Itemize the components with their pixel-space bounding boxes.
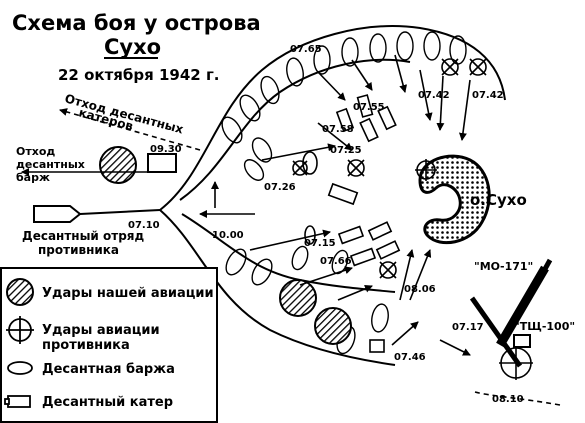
ship-mo171-icon	[496, 258, 553, 348]
own-aviation-strike-icon	[314, 307, 352, 345]
landing-boat-icon	[359, 117, 379, 143]
time-label: 07.17	[452, 322, 484, 333]
enemy-aviation-strike-icon	[469, 58, 487, 76]
time-label: 07.26	[264, 182, 296, 193]
landing-boat-icon	[147, 153, 177, 173]
upper-loop-tracks	[221, 31, 467, 181]
island-label: о.Сухо	[470, 191, 527, 209]
landing-boat-icon	[356, 94, 374, 118]
enemy-aviation-strike-icon	[415, 159, 437, 181]
legend-item-own-aviation: Удары нашей авиации	[42, 286, 214, 301]
time-label: 07.42	[418, 90, 450, 101]
withdrawal-barges-label-2: десантных	[16, 158, 85, 171]
lower-route-outer	[159, 209, 396, 366]
legend-item-boat: Десантный катер	[42, 395, 173, 410]
upper-route-inner	[179, 58, 411, 201]
landing-boat-icon	[335, 107, 355, 133]
time-label: 07.46	[394, 352, 426, 363]
legend-item-enemy-aviation-2: противника	[42, 338, 130, 353]
enemy-landing-label-1: Десантный отряд	[22, 229, 145, 243]
enemy-aviation-strike-icon	[441, 58, 459, 76]
enemy-aviation-strike-icon	[347, 159, 365, 177]
time-label: 07.15	[304, 238, 336, 249]
time-label: 07.65	[290, 44, 322, 55]
ship-mo171-label: "МО-171"	[474, 260, 533, 273]
time-label: 07.66	[320, 256, 352, 267]
time-label: 07.58	[322, 124, 354, 135]
ship-track	[474, 391, 561, 406]
legend-box	[0, 267, 218, 423]
enemy-aviation-strike-icon	[6, 316, 34, 344]
own-aviation-strike-icon	[279, 279, 317, 317]
own-aviation-strike-icon	[99, 146, 137, 184]
landing-boat-icon	[349, 247, 377, 267]
time-label: 07.42	[472, 90, 504, 101]
time-label: 09.30	[150, 144, 182, 155]
upper-route-outer	[159, 25, 506, 211]
legend-item-enemy-aviation-1: Удары авиации	[42, 323, 160, 338]
landing-boat-icon	[337, 225, 365, 245]
enemy-landing-detachment-icon	[33, 205, 82, 223]
time-label: 07.10	[128, 220, 160, 231]
landing-boat-icon	[369, 339, 385, 353]
legend-item-barge: Десантная баржа	[42, 362, 175, 377]
map-title-line2: Сухо	[104, 35, 161, 59]
withdrawal-barges-label-1: Отход	[16, 145, 55, 158]
enemy-aviation-strike-icon	[379, 261, 397, 279]
legend: Удары нашей авиации Удары авиации против…	[0, 267, 218, 423]
landing-boat-icon	[4, 395, 31, 408]
enemy-aviation-strike-icon	[292, 160, 308, 176]
withdrawal-barges-label-3: барж	[16, 171, 50, 184]
landing-boat-icon	[367, 221, 393, 241]
map-title-line1: Схема боя у острова	[12, 11, 261, 35]
time-label: 08.10	[492, 394, 524, 405]
ship-tsch100-label: "ТЩ-100"	[514, 320, 575, 333]
landing-boat-icon	[375, 240, 401, 260]
map-date: 22 октября 1942 г.	[58, 66, 219, 84]
time-label: 08.06	[404, 284, 436, 295]
landing-barge-icon	[7, 361, 33, 375]
landing-boat-icon	[327, 182, 359, 206]
time-label: 07.25	[330, 145, 362, 156]
ship-tsch100-icon	[469, 296, 531, 368]
time-label: 10.00	[212, 230, 244, 241]
time-labels: 07.65 07.55 07.58 07.25 07.26 07.42 07.4…	[128, 44, 524, 405]
enemy-landing-label-2: противника	[38, 243, 119, 257]
movement-arrows	[21, 54, 471, 356]
island-sukho	[418, 154, 491, 245]
own-aviation-strike-icon	[6, 278, 34, 306]
landing-boat-icon	[377, 105, 397, 131]
time-label: 07.55	[353, 102, 385, 113]
